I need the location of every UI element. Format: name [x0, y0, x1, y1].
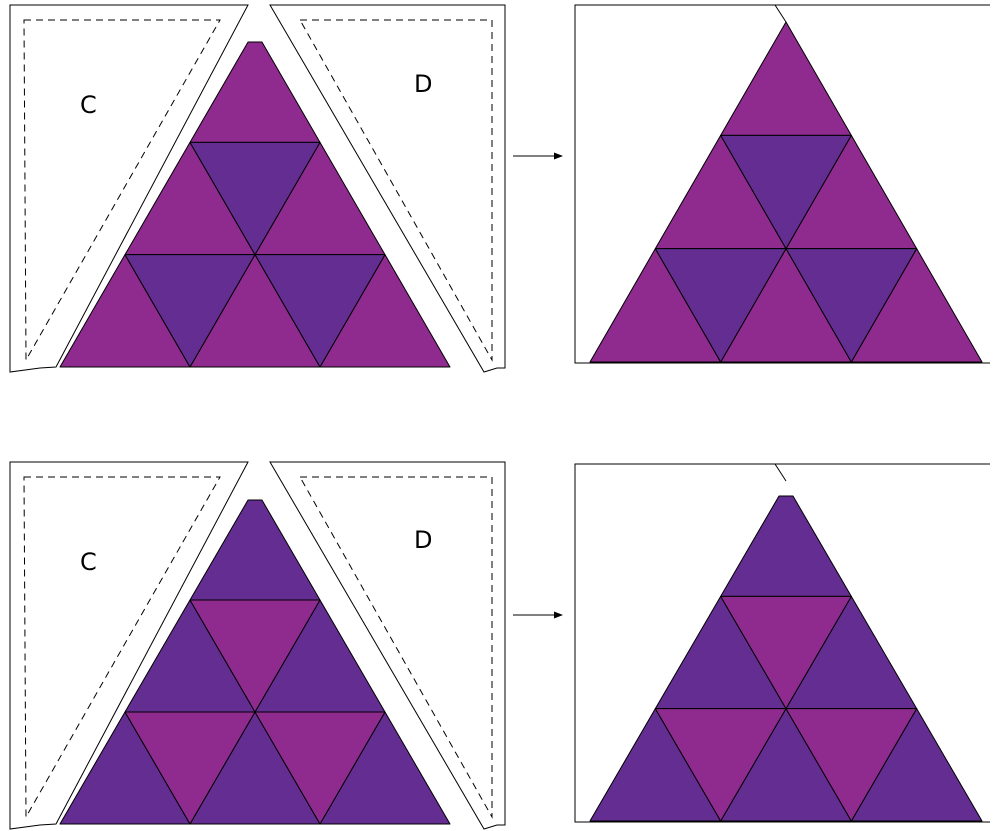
row-2: C D	[9, 461, 990, 830]
triangle-down-patch	[254, 254, 386, 368]
triangle-down-patch	[124, 254, 256, 368]
triangle-up-patch	[720, 21, 852, 136]
triangle-down-patch	[785, 708, 918, 822]
setting-piece-d	[269, 461, 506, 830]
seam-allowance-line-c	[23, 476, 221, 819]
assembled-triangle-block	[589, 21, 983, 363]
triangle-down-patch	[785, 248, 918, 363]
triangle-down-patch	[254, 711, 386, 825]
label-c: C	[80, 91, 97, 119]
label-d: D	[414, 526, 432, 554]
trim-line	[774, 4, 787, 23]
arrow-icon	[513, 611, 563, 619]
triangle-down-patch	[189, 141, 321, 256]
setting-piece-c	[9, 4, 249, 373]
assembled-panel-frame	[574, 4, 990, 364]
assembled-triangle-block	[589, 495, 983, 822]
triangle-down-patch	[654, 708, 787, 822]
label-d: D	[414, 70, 432, 98]
triangle-down-patch	[654, 248, 787, 363]
seam-allowance-line-d	[299, 19, 493, 362]
triangle-block	[59, 41, 451, 368]
setting-piece-d	[269, 4, 506, 373]
row-1: C D	[9, 4, 990, 373]
trim-line	[774, 463, 787, 482]
seam-allowance-line-d	[299, 476, 493, 819]
assembled-panel-frame	[574, 463, 990, 823]
arrow-icon	[513, 152, 563, 160]
triangle-down-patch	[720, 595, 852, 710]
triangle-down-patch	[189, 599, 321, 713]
triangle-up-patch	[720, 495, 852, 597]
triangle-down-patch	[124, 711, 256, 825]
label-c: C	[80, 548, 97, 576]
triangle-block	[59, 499, 451, 825]
triangle-down-patch	[720, 134, 852, 250]
seam-allowance-line-c	[23, 19, 221, 362]
setting-piece-c	[9, 461, 249, 830]
